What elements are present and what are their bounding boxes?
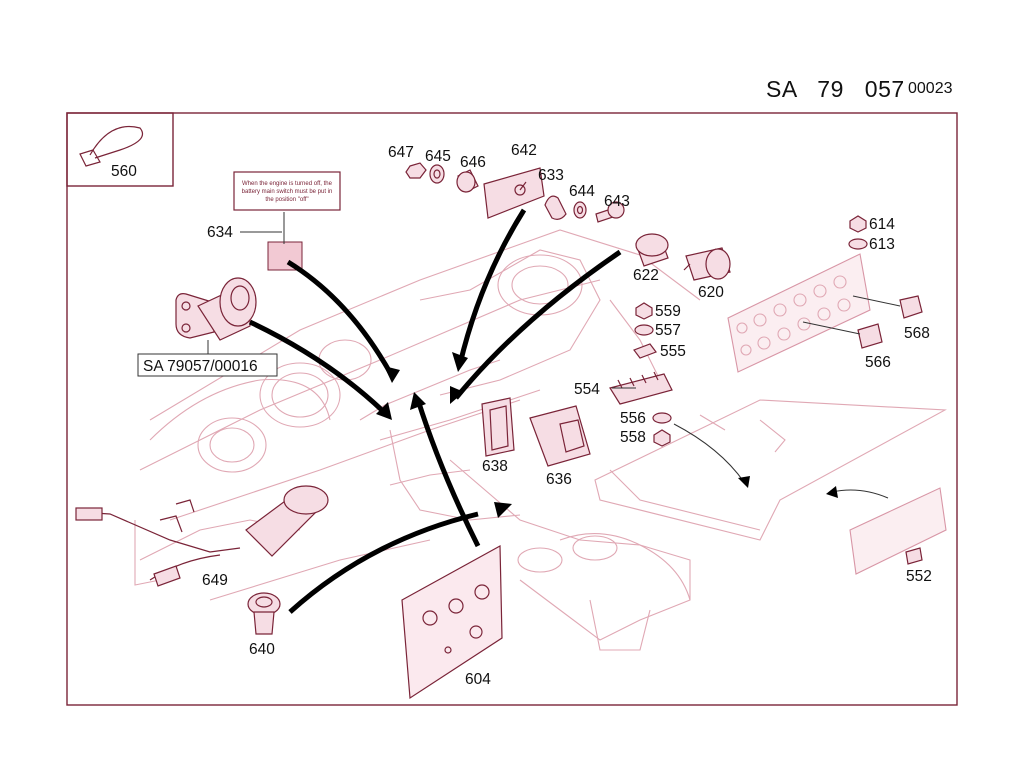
nut-washer-spacer-parts xyxy=(405,162,479,193)
callout-604: 604 xyxy=(465,671,491,688)
callout-560: 560 xyxy=(111,163,137,180)
relay-parts xyxy=(802,295,923,349)
radio-clip-part xyxy=(905,547,923,565)
warning-text-line-2: battery main switch must be put in xyxy=(242,189,333,195)
callout-559: 559 xyxy=(655,303,681,320)
callout-568: 568 xyxy=(904,325,930,342)
dashboard-panel-part xyxy=(401,544,503,700)
callout-636: 636 xyxy=(546,471,572,488)
socket-and-relay-parts xyxy=(635,233,731,281)
warning-text-line-1: When the engine is turned off, the xyxy=(242,181,333,187)
callout-614: 614 xyxy=(869,216,895,233)
callout-555: 555 xyxy=(660,343,686,360)
callout-634: 634 xyxy=(207,224,233,241)
callout-reference: SA 79057/00016 xyxy=(143,358,258,375)
callout-645: 645 xyxy=(425,148,451,165)
callout-643: 643 xyxy=(604,193,630,210)
rocker-switch-parts xyxy=(481,397,591,467)
cigarette-lighter-part xyxy=(247,592,281,635)
callout-554: 554 xyxy=(574,381,600,398)
callout-557: 557 xyxy=(655,322,681,339)
callout-633: 633 xyxy=(538,167,564,184)
cable-tie-part xyxy=(79,125,144,167)
sheet-number: 00023 xyxy=(908,80,953,97)
diagram-frame xyxy=(66,112,958,706)
callout-649: 649 xyxy=(202,572,228,589)
callout-647: 647 xyxy=(388,144,414,161)
switch-plate-part xyxy=(483,167,545,219)
fuse-panel-nuts xyxy=(848,215,868,250)
callout-640: 640 xyxy=(249,641,275,658)
callout-646: 646 xyxy=(460,154,486,171)
callout-620: 620 xyxy=(698,284,724,301)
drawing-code: SA 79 057 xyxy=(766,76,905,102)
assembly-arrows xyxy=(248,208,889,614)
warning-text-line-3: the position "off" xyxy=(265,197,308,203)
battery-switch-assembly xyxy=(175,277,257,355)
callout-558: 558 xyxy=(620,429,646,446)
leader-lines xyxy=(240,212,636,389)
key-and-screw-parts xyxy=(544,195,625,223)
callout-556: 556 xyxy=(620,410,646,427)
part-callouts: 560 634 SA 79057/00016 647 645 646 642 6… xyxy=(111,142,932,688)
callout-642: 642 xyxy=(511,142,537,159)
callout-622: 622 xyxy=(633,267,659,284)
fuse-panel-holes xyxy=(736,275,851,356)
callout-613: 613 xyxy=(869,236,895,253)
callout-552: 552 xyxy=(906,568,932,585)
inset-box-560 xyxy=(66,112,174,187)
warning-label-part xyxy=(233,171,341,271)
callout-644: 644 xyxy=(569,183,595,200)
ignition-harness-part xyxy=(75,485,329,587)
callout-566: 566 xyxy=(865,354,891,371)
callout-638: 638 xyxy=(482,458,508,475)
reference-box xyxy=(137,353,278,377)
terminal-strip-parts xyxy=(609,302,673,447)
